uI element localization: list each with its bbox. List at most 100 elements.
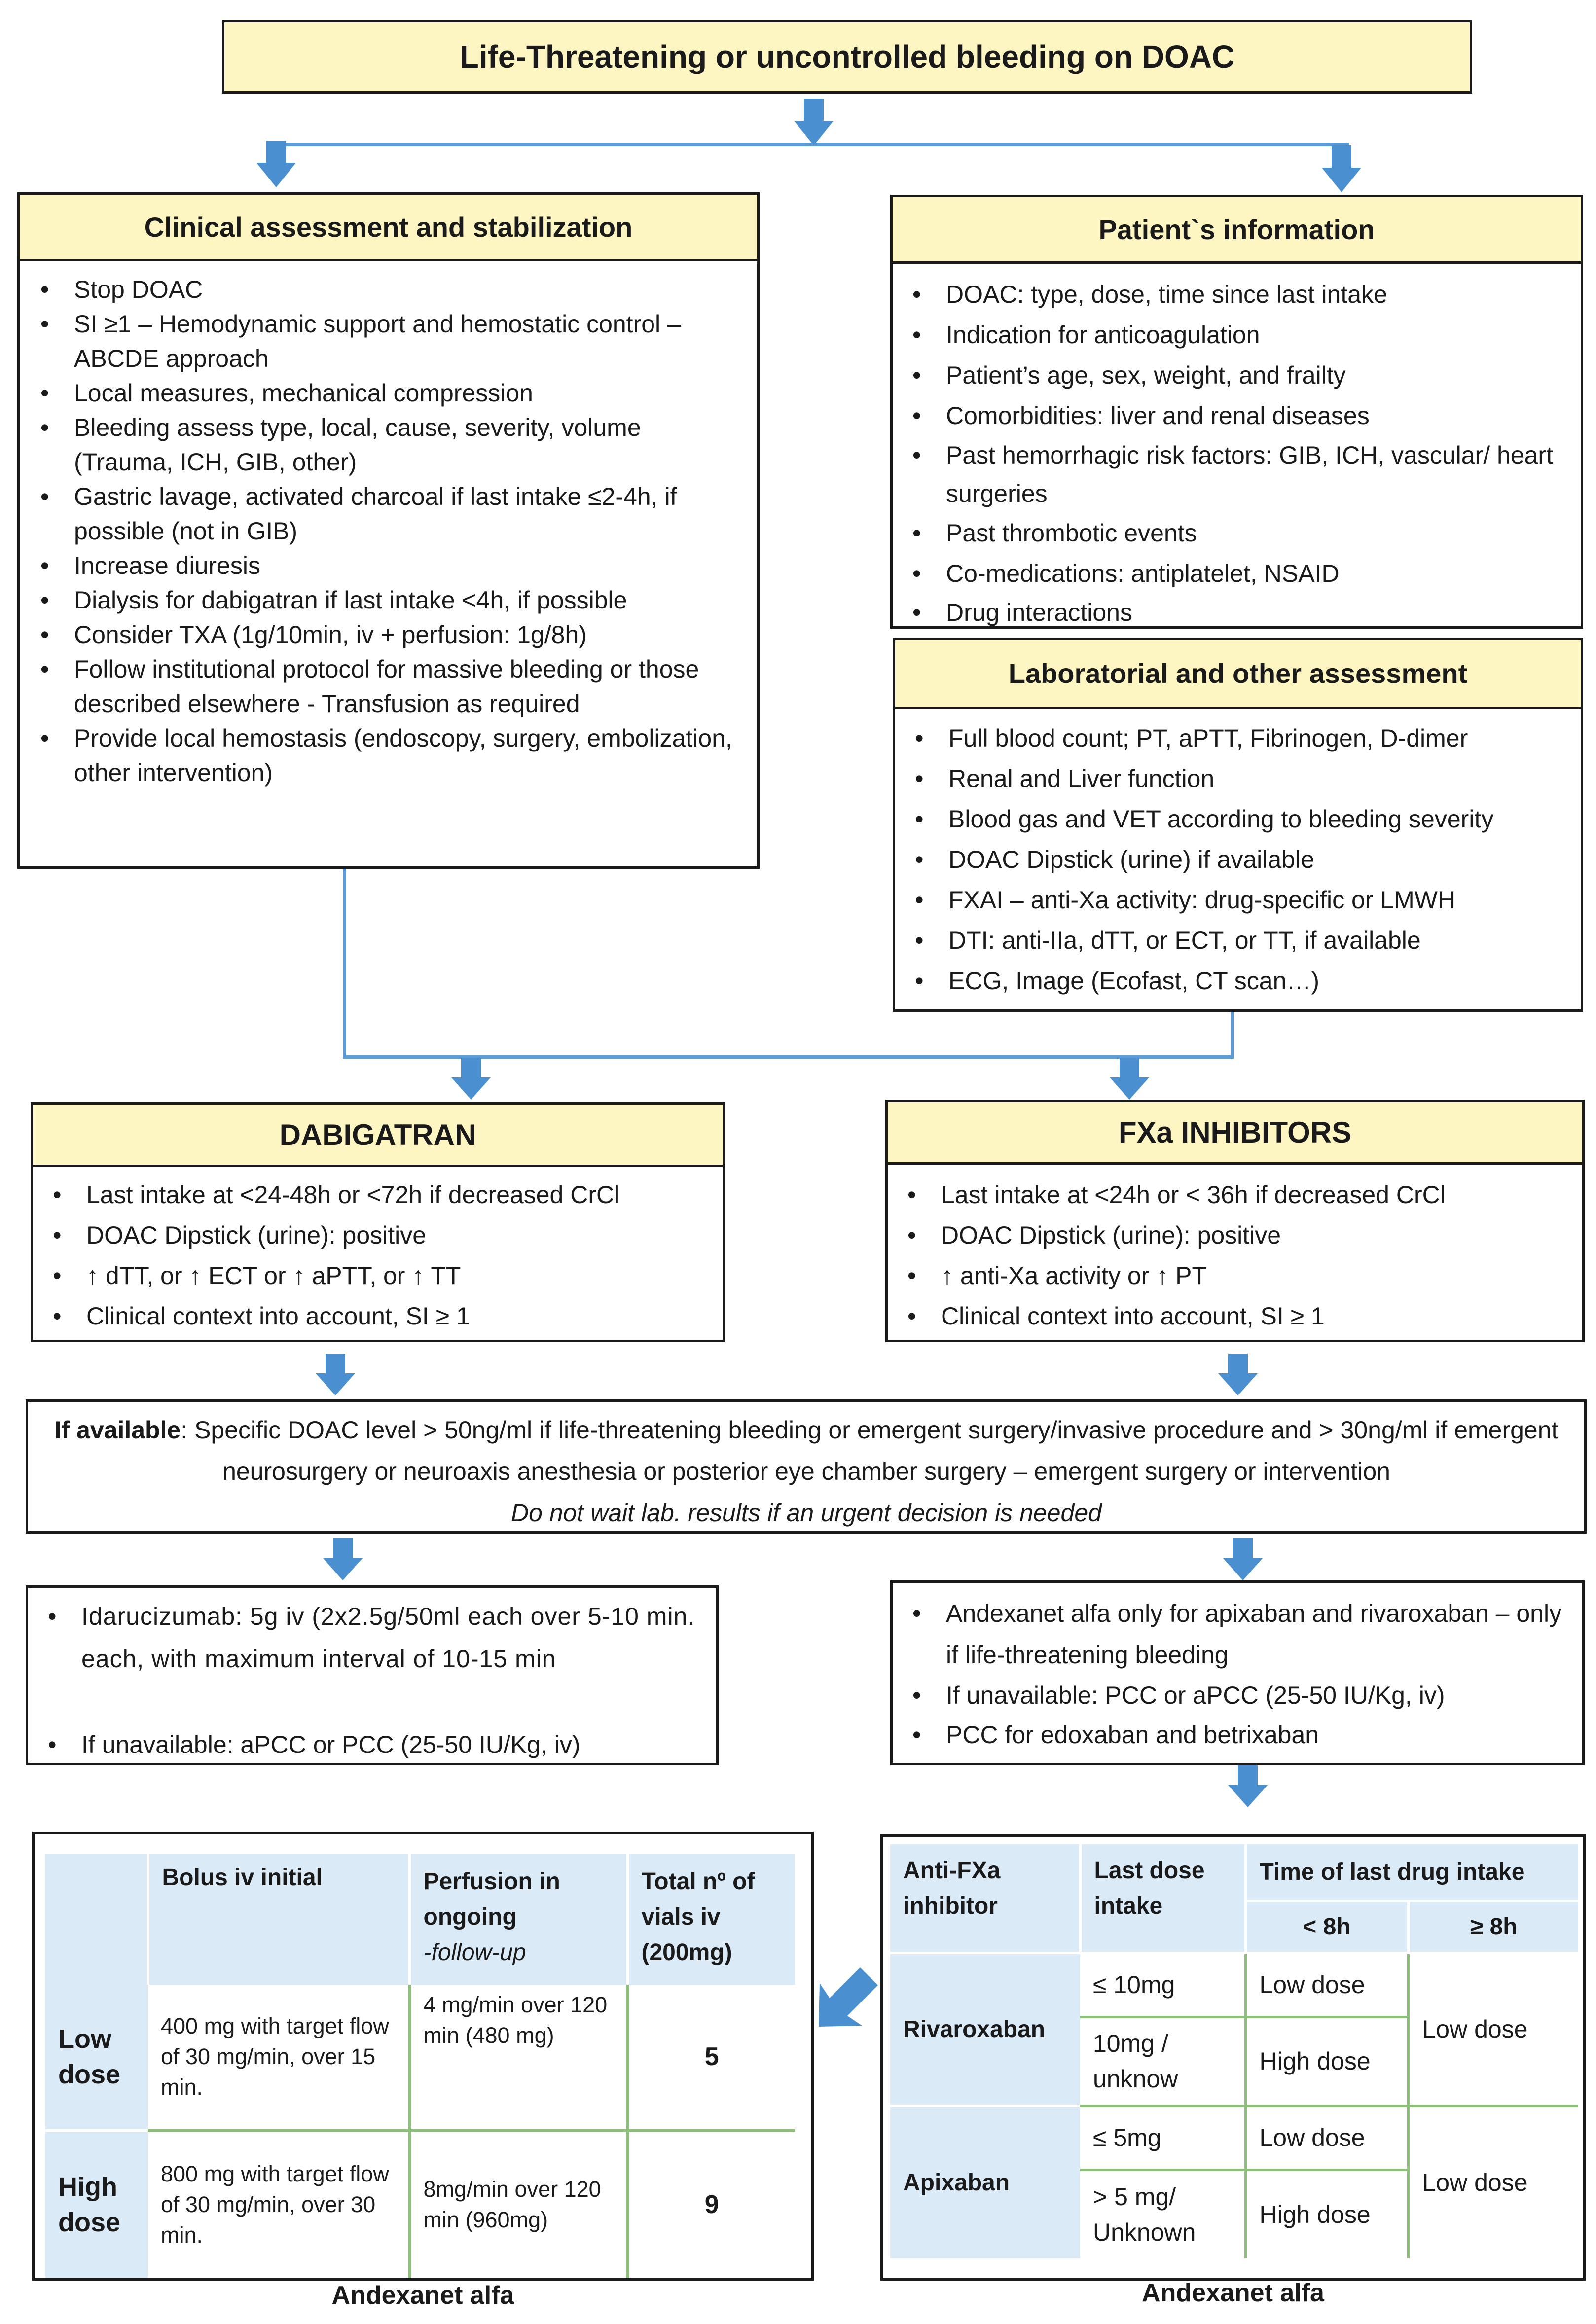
list-item: Patient’s age, sex, weight, and frailty xyxy=(902,355,1577,395)
connector-bottom-vertical-right xyxy=(1231,1012,1234,1058)
header-ge8: ≥ 8h xyxy=(1408,1901,1579,1954)
dose-table: Bolus iv initial Perfusion in ongoing -f… xyxy=(45,1854,795,2278)
arrow-down-icon xyxy=(316,1354,355,1395)
list-item: FXAI – anti-Xa activity: drug-specific o… xyxy=(904,880,1580,920)
drug-rivaroxaban: Rivaroxaban xyxy=(890,1953,1080,2107)
list-item: DOAC Dipstick (urine): positive xyxy=(42,1215,720,1255)
available-box xyxy=(26,1399,1587,1534)
list-item: Past hemorrhagic risk factors: GIB, ICH,… xyxy=(902,436,1577,513)
header-bolus: Bolus iv initial xyxy=(148,1854,411,1985)
cell-bolus: 400 mg with target flow of 30 mg/min, ov… xyxy=(148,1985,411,2132)
list-item: PCC for edoxaban and betrixaban xyxy=(902,1715,1580,1754)
row-label-high: High dose xyxy=(45,2130,148,2278)
list-item: DOAC Dipstick (urine) if available xyxy=(904,839,1580,880)
fxa-list: Last intake at <24h or < 36h if decrease… xyxy=(897,1175,1580,1336)
header-perfusion: Perfusion in ongoing -follow-up xyxy=(409,1854,629,1985)
list-item: ↑ dTT, or ↑ ECT or ↑ aPTT, or ↑ TT xyxy=(42,1255,720,1296)
fxa-header: FXa INHIBITORS xyxy=(885,1100,1585,1165)
dabi-treatment-list: Idarucizumab: 5g iv (2x2.5g/50ml each ov… xyxy=(37,1595,708,1765)
header-last-dose: Last dose intake xyxy=(1080,1844,1247,1954)
table-row: Apixaban ≤ 5mg Low dose Low dose xyxy=(890,2106,1578,2258)
list-item: Drug interactions xyxy=(902,594,1577,631)
list-item: Comorbidities: liver and renal diseases xyxy=(902,395,1577,436)
patient-header: Patient`s information xyxy=(890,195,1583,264)
dabigatran-list: Last intake at <24-48h or <72h if decrea… xyxy=(42,1175,720,1336)
header-inhibitor: Anti-FXa inhibitor xyxy=(890,1844,1082,1954)
cell-vials: 9 xyxy=(704,2190,719,2219)
available-text: If available: Specific DOAC level > 50ng… xyxy=(54,1416,1559,1527)
arrow-down-icon xyxy=(794,99,834,145)
drug-apixaban: Apixaban xyxy=(890,2106,1080,2258)
cell-lt8: Low dose xyxy=(1245,2106,1410,2171)
patient-list: DOAC: type, dose, time since last intake… xyxy=(902,274,1577,631)
cell-dose: ≤ 5mg xyxy=(1080,2106,1247,2171)
cell-dose: > 5 mg/ Unknown xyxy=(1080,2170,1247,2258)
cell-lt8: Low dose xyxy=(1245,1953,1410,2018)
cell-perfusion: 8mg/min over 120 min (960mg) xyxy=(409,2130,629,2278)
list-item: Gastric lavage, activated charcoal if la… xyxy=(30,479,745,548)
dose-table-caption: Andexanet alfa xyxy=(331,2281,514,2310)
cell-lt8: High dose xyxy=(1245,2170,1410,2258)
cell-lt8: High dose xyxy=(1245,2017,1410,2107)
table-row: Low dose 400 mg with target flow of 30 m… xyxy=(45,1985,795,2132)
list-item: Renal and Liver function xyxy=(904,758,1580,799)
list-item: Blood gas and VET according to bleeding … xyxy=(904,799,1580,839)
cell-bolus: 800 mg with target flow of 30 mg/min, ov… xyxy=(148,2130,411,2278)
list-item: DTI: anti-IIa, dTT, or ECT, or TT, if av… xyxy=(904,920,1580,961)
list-item: ↑ anti-Xa activity or ↑ PT xyxy=(897,1255,1580,1296)
list-item: Follow institutional protocol for massiv… xyxy=(30,652,745,721)
list-item: Clinical context into account, SI ≥ 1 xyxy=(42,1296,720,1336)
list-item: Last intake at <24-48h or <72h if decrea… xyxy=(42,1175,720,1215)
arrow-down-left-icon xyxy=(819,1967,878,2027)
list-item: ECG, Image (Ecofast, CT scan…) xyxy=(904,961,1580,1001)
header-lt8: < 8h xyxy=(1245,1901,1410,1954)
list-item: Bleeding assess type, local, cause, seve… xyxy=(30,410,745,479)
list-item: SI ≥1 – Hemodynamic support and hemostat… xyxy=(30,307,745,376)
arrow-down-icon xyxy=(1223,1538,1263,1580)
list-item: DOAC: type, dose, time since last intake xyxy=(902,274,1577,315)
list-item: Indication for anticoagulation xyxy=(902,315,1577,355)
cell-ge8: Low dose xyxy=(1422,2169,1528,2197)
choice-table-caption: Andexanet alfa xyxy=(1142,2279,1324,2307)
connector-bottom-vertical xyxy=(343,869,346,1058)
connector-bottom-horizontal xyxy=(343,1055,1234,1059)
table-row: Anti-FXa inhibitor Last dose intake Time… xyxy=(890,1844,1579,1954)
table-row: Rivaroxaban ≤ 10mg Low dose Low dose xyxy=(890,1953,1579,2107)
cell-perfusion: 4 mg/min over 120 min (480 mg) xyxy=(409,1985,629,2132)
row-label-low: Low dose xyxy=(45,1985,148,2132)
available-note: Do not wait lab. results if an urgent de… xyxy=(511,1499,1102,1527)
list-item: If unavailable: aPCC or PCC (25-50 IU/Kg… xyxy=(37,1724,708,1765)
list-item: If unavailable: PCC or aPCC (25-50 IU/Kg… xyxy=(902,1676,1580,1715)
arrow-down-icon xyxy=(1228,1765,1268,1807)
page-title: Life-Threatening or uncontrolled bleedin… xyxy=(222,20,1472,94)
table-row: < 8h ≥ 8h xyxy=(890,1901,1579,1954)
fxa-treatment-list: Andexanet alfa only for apixaban and riv… xyxy=(902,1593,1580,1754)
list-item: Consider TXA (1g/10min, iv + perfusion: … xyxy=(30,617,745,652)
table-row: Bolus iv initial Perfusion in ongoing -f… xyxy=(45,1854,795,1985)
list-item: DOAC Dipstick (urine): positive xyxy=(897,1215,1580,1255)
list-item: Idarucizumab: 5g iv (2x2.5g/50ml each ov… xyxy=(37,1595,708,1680)
header-time: Time of last drug intake xyxy=(1245,1844,1579,1902)
arrow-down-icon xyxy=(323,1538,363,1580)
arrow-down-icon xyxy=(451,1058,491,1100)
arrow-down-icon xyxy=(1110,1058,1149,1100)
clinical-list: Stop DOAC SI ≥1 – Hemodynamic support an… xyxy=(30,272,745,790)
cell-vials: 5 xyxy=(627,1985,795,2132)
arrow-down-icon xyxy=(256,141,296,187)
table-row: High dose 800 mg with target flow of 30 … xyxy=(45,2130,795,2278)
cell-dose: ≤ 10mg xyxy=(1080,1953,1247,2018)
list-item: Dialysis for dabigatran if last intake <… xyxy=(30,583,745,617)
choice-table: Anti-FXa inhibitor Last dose intake Time… xyxy=(890,1844,1579,2258)
list-item: Full blood count; PT, aPTT, Fibrinogen, … xyxy=(904,718,1580,758)
lab-header: Laboratorial and other assessment xyxy=(893,638,1583,709)
lab-list: Full blood count; PT, aPTT, Fibrinogen, … xyxy=(904,718,1580,1001)
clinical-header: Clinical assessment and stabilization xyxy=(17,192,760,261)
connector-top-horizontal xyxy=(274,143,1349,146)
list-item: Co-medications: antiplatelet, NSAID xyxy=(902,553,1577,594)
cell-dose: 10mg / unknow xyxy=(1080,2017,1247,2107)
available-label: If available xyxy=(54,1416,181,1444)
arrow-down-icon xyxy=(1218,1354,1258,1395)
list-item: Provide local hemostasis (endoscopy, sur… xyxy=(30,721,745,790)
cell-ge8: Low dose xyxy=(1408,1953,1579,2107)
header-vials: Total nº of vials iv (200mg) xyxy=(627,1854,795,1985)
